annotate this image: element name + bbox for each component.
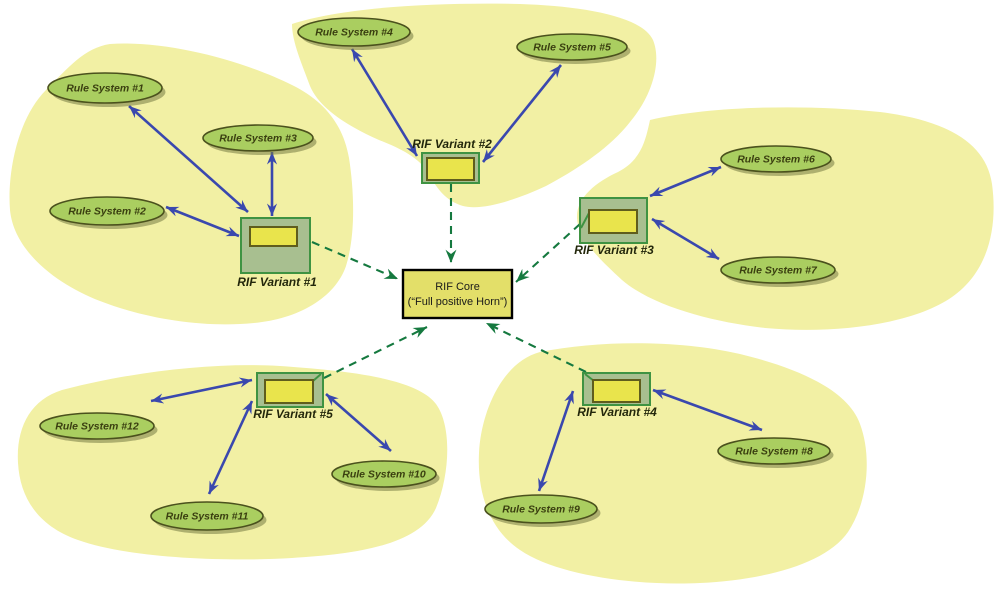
- rule-system-label: Rule System #6: [737, 154, 815, 166]
- rule-system-label: Rule System #7: [739, 265, 818, 277]
- rif-variant-inner-rect: [592, 379, 641, 403]
- bidirectional-arrow-3-2: [651, 217, 720, 261]
- rule-system-label: Rule System #11: [166, 511, 249, 523]
- bidirectional-arrow-3-1: [649, 165, 722, 198]
- rule-system-ellipse: [720, 256, 836, 284]
- rule-system-ellipse: [202, 124, 314, 152]
- rule-system-label: Rule System #2: [68, 206, 146, 218]
- rule-system-ellipse: [331, 460, 437, 488]
- rif-variant-inner-rect: [426, 157, 475, 181]
- rule-system-ellipse: [47, 72, 163, 104]
- bidirectional-arrow-2-2: [481, 64, 563, 163]
- rif-variant-inner-rect: [588, 209, 638, 234]
- bidirectional-arrow-5-1: [150, 377, 253, 404]
- core-link-arrow-3: [515, 223, 581, 283]
- rif-core-label: (“Full positive Horn”): [408, 296, 508, 308]
- rule-system-label: Rule System #8: [735, 446, 813, 458]
- rule-system-label: Rule System #4: [315, 27, 393, 39]
- rule-system-ellipse: [150, 501, 264, 531]
- bidirectional-arrow-5-3: [325, 393, 392, 452]
- rif-variant-label: RIF Variant #3: [574, 243, 654, 257]
- core-link-arrow-1: [311, 241, 399, 280]
- bidirectional-arrow-1-1: [128, 105, 249, 213]
- rule-system-ellipse: [484, 494, 598, 524]
- rule-system-label: Rule System #12: [55, 421, 139, 433]
- rule-system-label: Rule System #5: [533, 42, 611, 54]
- bidirectional-arrow-2-1: [350, 48, 419, 157]
- rif-core-box: [401, 268, 514, 320]
- rif-variant-label: RIF Variant #5: [253, 407, 333, 421]
- rif-variant-label: RIF Variant #4: [577, 405, 657, 419]
- bidirectional-arrow-5-2: [207, 400, 254, 495]
- rif-variant-label: RIF Variant #2: [412, 137, 492, 151]
- rule-system-ellipse: [49, 196, 165, 226]
- rule-system-ellipse: [297, 17, 411, 47]
- rule-system-ellipse: [717, 437, 831, 465]
- rule-system-label: Rule System #3: [219, 133, 297, 145]
- rule-system-label: Rule System #1: [66, 83, 144, 95]
- rule-system-ellipse: [720, 145, 832, 173]
- rif-variant-inner-rect: [264, 379, 314, 404]
- rif-core-label: RIF Core: [435, 281, 480, 293]
- cluster-right-blob: [576, 107, 994, 330]
- rule-system-label: Rule System #10: [342, 469, 426, 481]
- rif-variant-inner-rect: [249, 226, 298, 247]
- rif-variant-flap-line: [312, 373, 322, 382]
- rif-variant-flap-line: [580, 212, 590, 229]
- rif-variant-label: RIF Variant #1: [237, 275, 317, 289]
- bidirectional-arrow-4-2: [652, 388, 763, 432]
- core-link-arrow-4: [485, 322, 587, 373]
- core-link-arrow-5: [323, 326, 428, 379]
- rule-system-ellipse: [516, 33, 628, 61]
- bidirectional-arrow-4-1: [537, 390, 575, 492]
- bidirectional-arrow-1-3: [165, 205, 240, 238]
- rule-system-ellipse: [39, 412, 155, 440]
- rule-system-label: Rule System #9: [502, 504, 580, 516]
